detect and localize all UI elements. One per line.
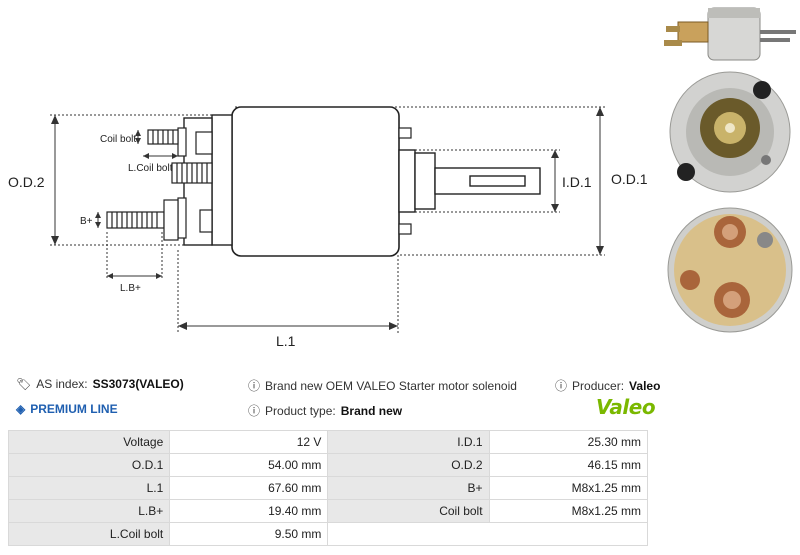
l1-label: L.1 xyxy=(276,333,296,349)
solenoid-technical-drawing: O.D.2 O.D.1 I.D.1 L.1 xyxy=(8,106,648,349)
spec-key: Coil bolt xyxy=(327,499,490,523)
spec-key: L.Coil bolt xyxy=(7,522,171,546)
product-photo-back xyxy=(660,200,800,340)
table-row: L.1 67.60 mm B+ M8x1.25 mm xyxy=(7,476,649,500)
producer-value: Valeo xyxy=(629,378,661,393)
spec-key: L.1 xyxy=(7,476,171,500)
spec-value: 46.15 mm xyxy=(488,453,649,477)
l-coil-bolt-label: L.Coil bolt xyxy=(128,163,173,174)
spec-value: M8x1.25 mm xyxy=(488,499,649,523)
spec-key: O.D.1 xyxy=(7,453,171,477)
spec-value: 67.60 mm xyxy=(169,476,329,500)
premium-line-badge: ◈ PREMIUM LINE xyxy=(16,402,118,416)
product-photo-side xyxy=(660,0,800,66)
b-plus-label: B+ xyxy=(80,216,93,227)
premium-line-label: PREMIUM LINE xyxy=(30,402,118,416)
spec-empty-cell xyxy=(327,522,648,546)
as-index-value: SS3073(VALEO) xyxy=(92,377,184,391)
spec-value: 9.50 mm xyxy=(169,522,329,546)
table-row: O.D.1 54.00 mm O.D.2 46.15 mm xyxy=(7,453,649,477)
product-description: Brand new OEM VALEO Starter motor soleno… xyxy=(265,378,517,393)
info-icon: ⓘ xyxy=(248,404,261,418)
coil-bolt-label: Coil bolt xyxy=(100,134,136,145)
description-row: ⓘ Brand new OEM VALEO Starter motor sole… xyxy=(248,377,517,394)
tag-icon: 🏷︎ xyxy=(16,377,32,391)
l-b-plus-label: L.B+ xyxy=(120,283,141,294)
as-index-label: AS index: xyxy=(36,377,88,391)
as-index-row: 🏷︎ AS index: SS3073(VALEO) xyxy=(16,377,184,391)
spec-key: O.D.2 xyxy=(327,453,490,477)
table-row: L.Coil bolt 9.50 mm xyxy=(7,522,648,546)
table-row: Voltage 12 V I.D.1 25.30 mm xyxy=(7,430,649,454)
product-type-value: Brand new xyxy=(340,403,403,418)
product-type-label: Product type: xyxy=(265,403,336,418)
spec-key: Voltage xyxy=(7,430,171,454)
product-photo-front xyxy=(660,68,800,198)
valeo-logo: Valeo xyxy=(596,395,656,419)
spec-value: 12 V xyxy=(169,430,329,454)
spec-value: 19.40 mm xyxy=(169,499,329,523)
spec-value: 54.00 mm xyxy=(169,453,329,477)
spec-key: L.B+ xyxy=(7,499,171,523)
info-icon: ⓘ xyxy=(555,379,568,393)
producer-row: ⓘ Producer: Valeo xyxy=(555,377,660,394)
producer-label: Producer: xyxy=(572,378,625,393)
spec-key: I.D.1 xyxy=(327,430,490,454)
od1-label: O.D.1 xyxy=(611,171,648,187)
specs-table: Voltage 12 V I.D.1 25.30 mm O.D.1 54.00 … xyxy=(7,430,649,546)
spec-value: M8x1.25 mm xyxy=(488,476,649,500)
spec-key: B+ xyxy=(327,476,490,500)
product-type-row: ⓘ Product type: Brand new xyxy=(248,402,402,419)
diamond-icon: ◈ xyxy=(16,402,26,416)
od2-label: O.D.2 xyxy=(8,174,45,190)
spec-value: 25.30 mm xyxy=(488,430,649,454)
info-icon: ⓘ xyxy=(248,379,261,393)
table-row: L.B+ 19.40 mm Coil bolt M8x1.25 mm xyxy=(7,499,649,523)
id1-label: I.D.1 xyxy=(562,174,592,190)
